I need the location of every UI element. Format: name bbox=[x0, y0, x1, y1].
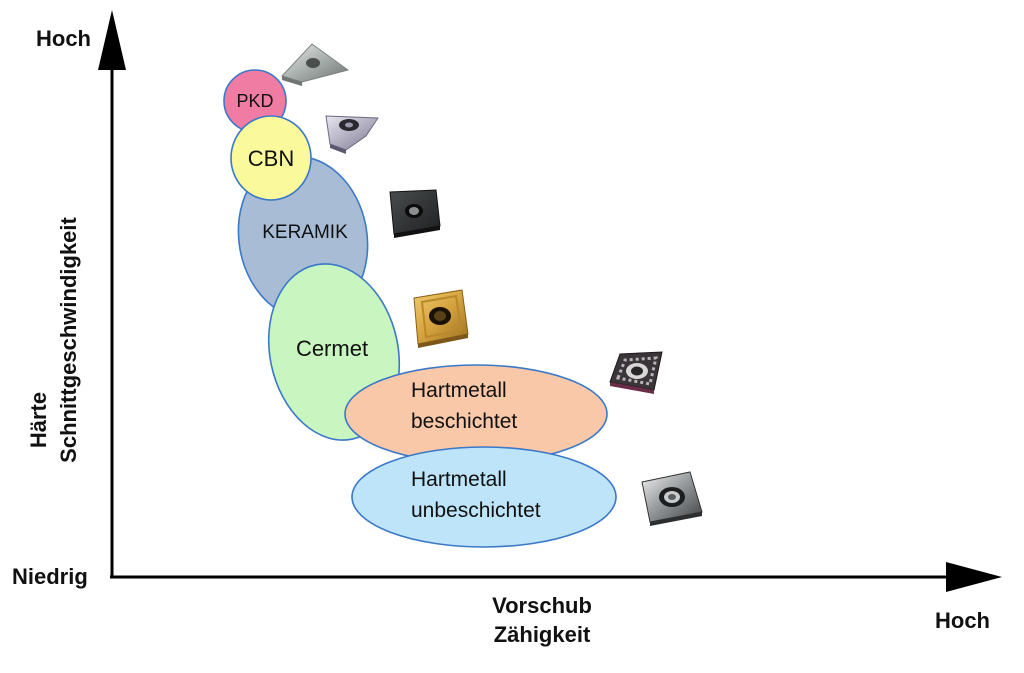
x-axis-arrow bbox=[946, 562, 1002, 592]
insert-triangle-pkd-icon bbox=[281, 43, 350, 86]
cbn-ellipse bbox=[230, 115, 312, 201]
y-axis-title-line2: Schnittgeschwindigkeit bbox=[56, 216, 81, 462]
x-axis-title-line2: Zähigkeit bbox=[494, 622, 591, 647]
hm-unbeschichtet-line2: unbeschichtet bbox=[411, 499, 541, 522]
pkd-label: PKD bbox=[236, 91, 273, 111]
y-axis-bottom-label: Niedrig bbox=[12, 564, 88, 589]
x-axis-end-label: Hoch bbox=[935, 608, 990, 633]
insert-rhombic-uncoated-icon bbox=[641, 471, 703, 526]
insert-rhombic-coated-icon bbox=[609, 351, 663, 394]
y-axis-top-label: Hoch bbox=[36, 26, 91, 51]
insert-square-cermet-icon bbox=[413, 289, 469, 348]
x-axis-title-line1: Vorschub bbox=[492, 593, 592, 618]
y-axis-title-line1: Härte bbox=[26, 392, 51, 448]
cbn-label: CBN bbox=[248, 146, 294, 171]
keramik-label: KERAMIK bbox=[262, 222, 348, 243]
y-axis-arrow bbox=[98, 10, 126, 70]
cermet-label: Cermet bbox=[296, 336, 368, 361]
hm-beschichtet-line2: beschichtet bbox=[411, 410, 517, 433]
hm-unbeschichtet-line1: Hartmetall bbox=[411, 468, 507, 491]
hm-unbeschichtet-ellipse bbox=[351, 446, 617, 548]
insert-trigon-cbn-icon bbox=[325, 115, 379, 154]
insert-square-ceramic-icon bbox=[389, 189, 441, 238]
hm-beschichtet-line1: Hartmetall bbox=[411, 379, 507, 402]
